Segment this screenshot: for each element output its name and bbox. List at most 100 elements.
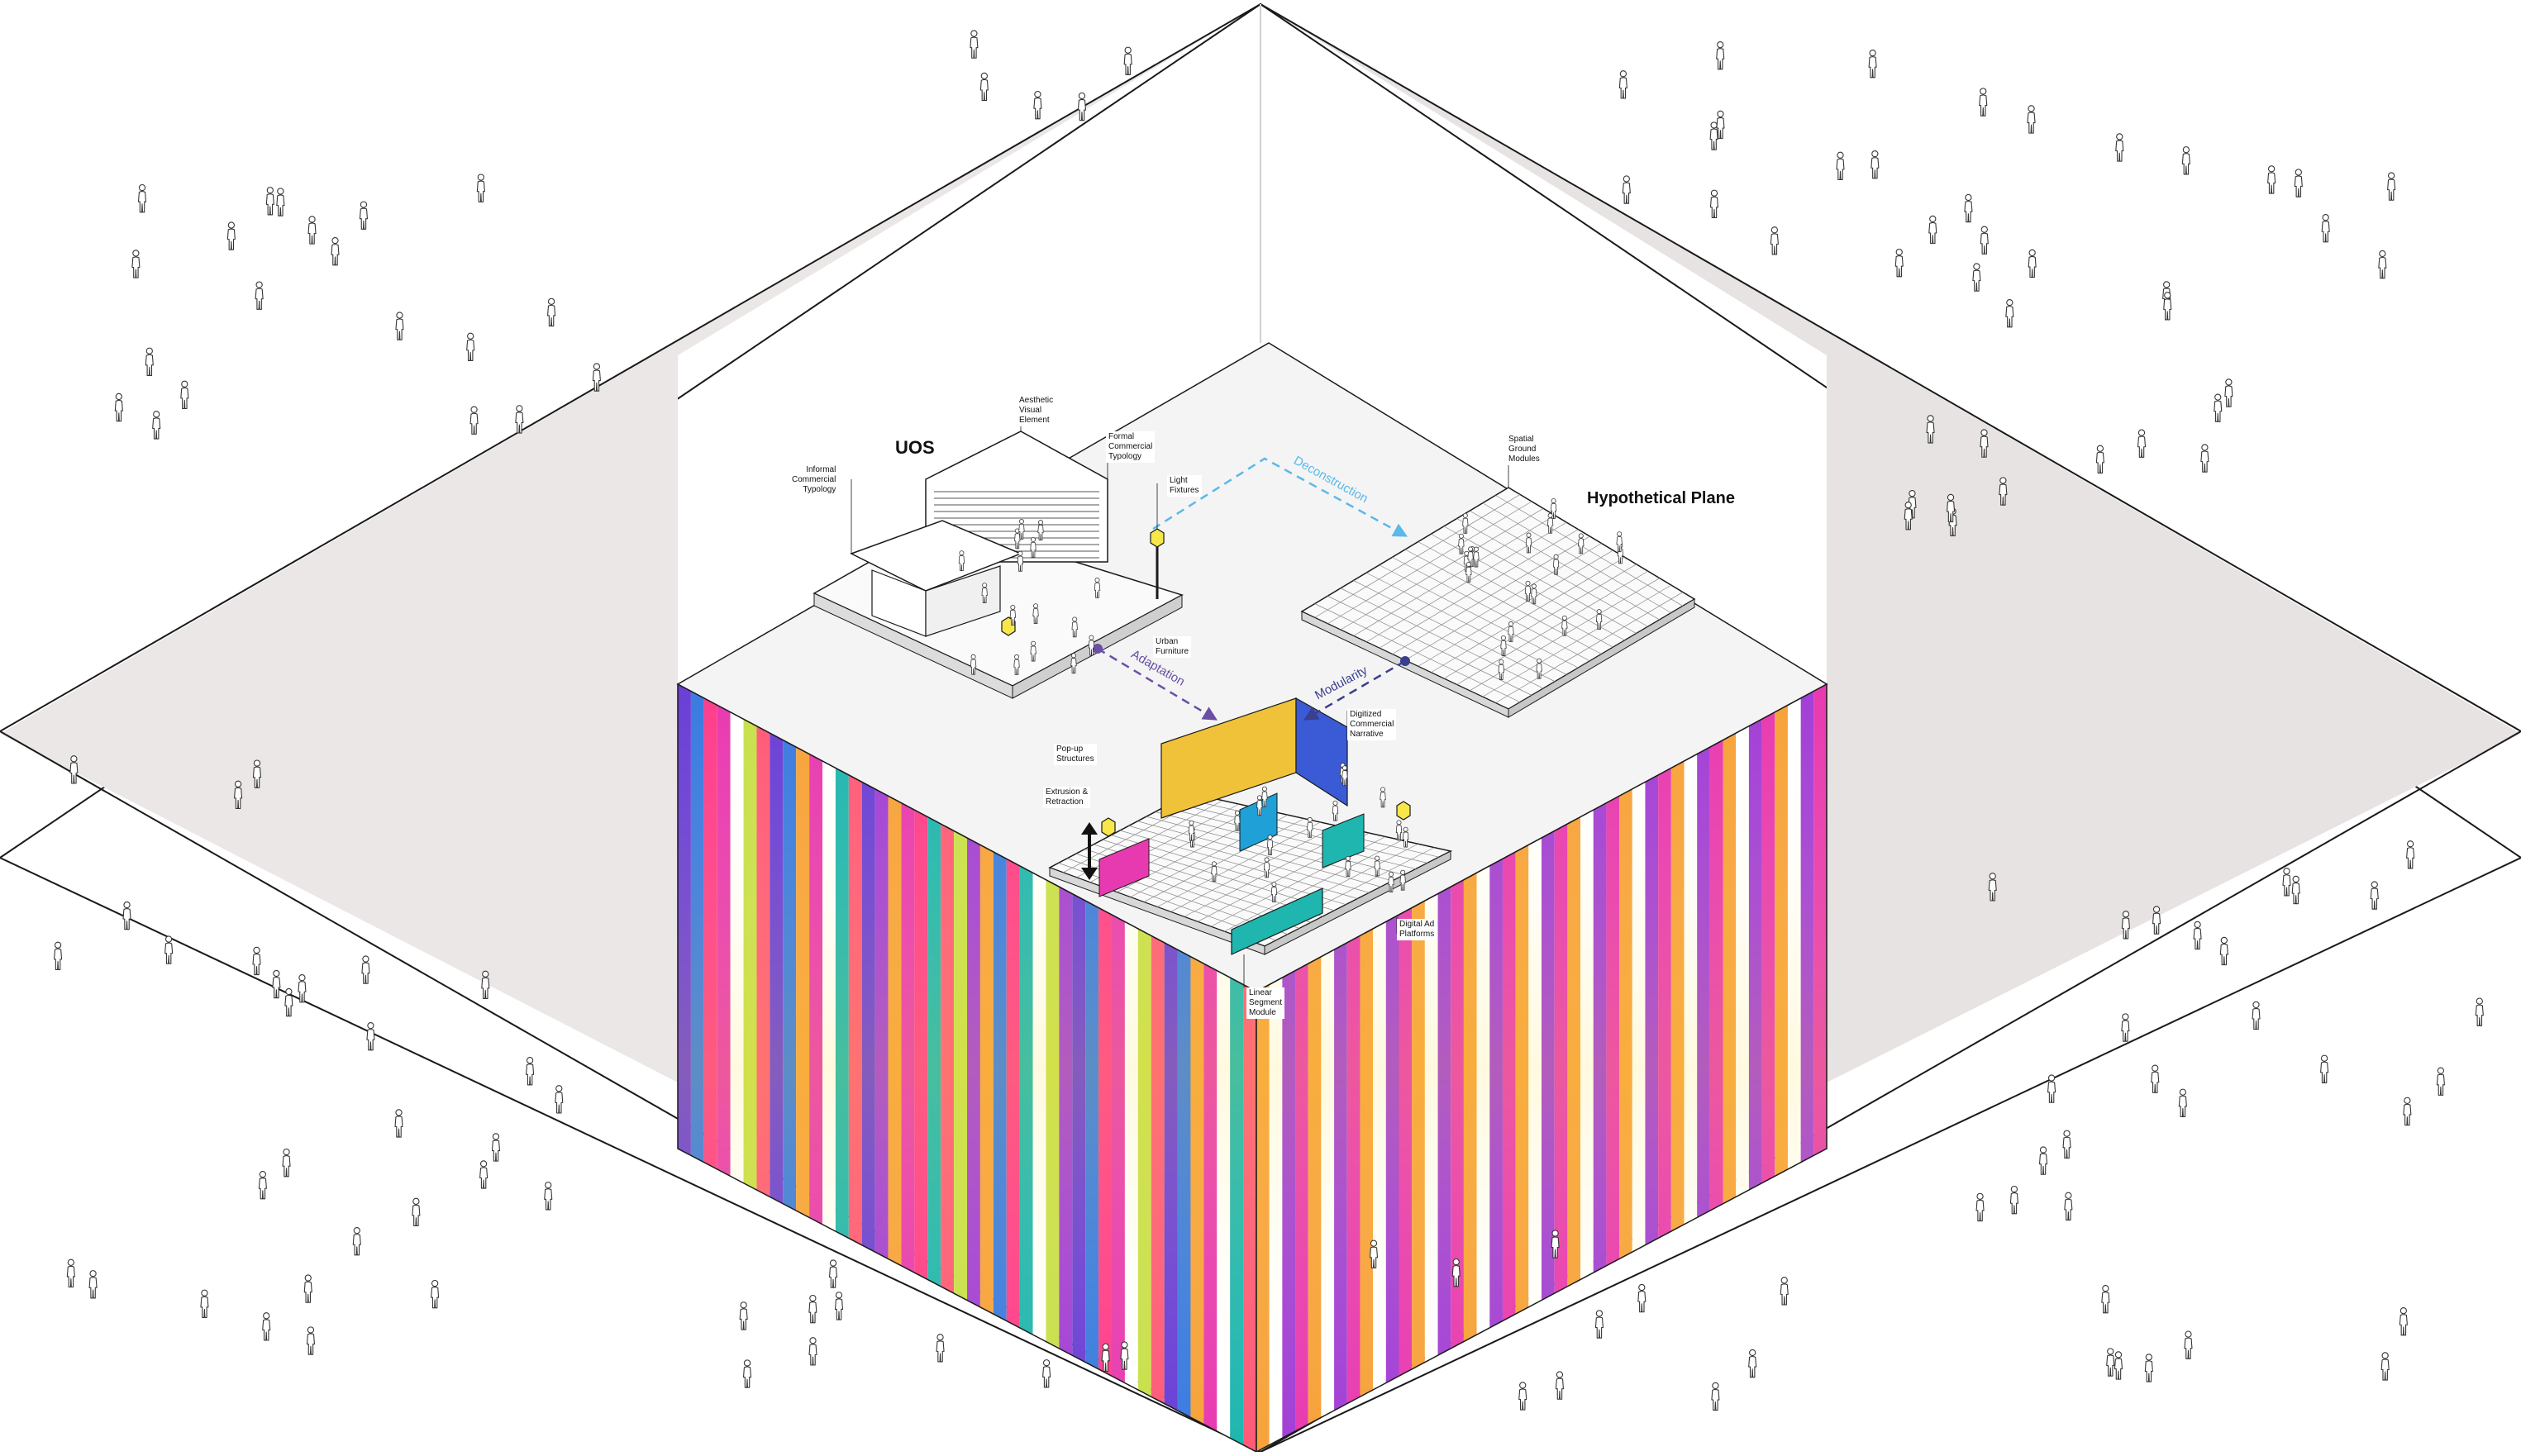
person-figure-icon [1637,1283,1647,1313]
person-figure-icon [979,72,989,102]
person-figure-icon [1071,616,1078,638]
person-figure-icon [2114,1351,2123,1380]
person-figure-icon [2267,165,2276,194]
person-figure-icon [1525,532,1532,554]
person-figure-icon [1270,882,1278,902]
person-figure-icon [1374,855,1380,877]
person-figure-icon [252,946,261,976]
person-figure-icon [164,935,174,964]
person-figure-icon [1947,493,1956,523]
person-figure-icon [1711,1382,1720,1411]
person-figure-icon [1017,550,1024,572]
person-figure-icon [2387,172,2396,201]
plane-back-right-face [1260,4,2521,1082]
person-figure-icon [122,901,131,930]
person-figure-icon [2200,444,2209,473]
person-figure-icon [1094,577,1101,598]
person-figure-icon [1972,263,1981,292]
person-figure-icon [970,654,977,675]
person-figure-icon [2178,1088,2187,1117]
person-figure-icon [395,312,404,340]
digital-commercial-module [1048,697,1453,955]
up-down-arrow-icon [1081,822,1098,880]
person-figure-icon [2005,298,2014,328]
person-figure-icon [1894,248,1904,278]
person-figure-icon [1473,546,1480,568]
person-figure-icon [1999,477,2008,506]
person-figure-icon [834,1292,844,1320]
person-figure-icon [2152,906,2161,935]
person-figure-icon [431,1279,440,1309]
hypothetical-plane-title: Hypothetical Plane [1580,488,1742,510]
person-figure-icon [1030,537,1037,558]
person-figure-icon [970,30,979,59]
person-figure-icon [1555,1371,1564,1400]
person-figure-icon [2163,292,2172,321]
person-figure-icon [359,201,368,230]
person-figure-icon [276,188,285,216]
person-figure-icon [592,363,601,392]
label-extrusion-retraction: Extrusion &Retraction [1043,787,1091,808]
person-figure-icon [1578,533,1585,554]
person-figure-icon [1399,869,1406,891]
person-figure-icon [226,221,236,250]
person-figure-icon [284,987,293,1017]
person-figure-icon [1616,531,1623,553]
person-figure-icon [1451,1258,1461,1287]
person-figure-icon [54,941,63,971]
person-figure-icon [1380,787,1386,808]
person-figure-icon [152,411,161,440]
person-figure-icon [1037,520,1044,540]
person-figure-icon [544,1182,553,1211]
person-figure-icon [303,1274,312,1303]
person-figure-icon [2406,840,2415,869]
person-figure-icon [2403,1097,2412,1126]
person-figure-icon [272,969,281,999]
person-figure-icon [739,1301,748,1330]
person-figure-icon [252,759,262,788]
person-figure-icon [1332,800,1339,821]
person-figure-icon [526,1057,535,1086]
person-figure-icon [2047,1074,2056,1103]
person-figure-icon [936,1334,945,1363]
person-figure-icon [234,780,243,810]
person-figure-icon [1551,1230,1560,1259]
person-figure-icon [1928,215,1937,245]
person-figure-icon [469,406,479,435]
person-figure-icon [306,1326,315,1355]
person-figure-icon [2475,997,2484,1026]
person-figure-icon [1980,226,1989,255]
person-figure-icon [2214,393,2223,422]
person-figure-icon [1904,502,1913,531]
person-figure-icon [2219,936,2228,966]
person-figure-icon [1518,1382,1527,1411]
person-figure-icon [1101,1343,1110,1372]
person-figure-icon [2038,1146,2048,1175]
person-figure-icon [307,216,317,245]
person-figure-icon [2181,146,2190,175]
person-figure-icon [1070,653,1077,674]
person-figure-icon [1500,635,1507,656]
person-figure-icon [2291,875,2300,905]
person-figure-icon [1531,583,1537,605]
person-figure-icon [2370,881,2379,910]
person-figure-icon [1709,189,1719,218]
person-figure-icon [1546,512,1554,534]
person-figure-icon [2101,1285,2110,1314]
hexagon-lamp-icon [1396,801,1411,821]
person-figure-icon [1498,659,1504,680]
cube-right-face-digital-stripes [1256,683,1828,1454]
person-figure-icon [1748,1349,1757,1378]
person-figure-icon [2121,911,2130,940]
uos-title: UOS [889,435,941,460]
person-figure-icon [1980,429,1989,458]
person-figure-icon [331,236,340,266]
person-figure-icon [1926,415,1935,444]
person-figure-icon [1345,856,1351,877]
person-figure-icon [2252,1001,2261,1030]
